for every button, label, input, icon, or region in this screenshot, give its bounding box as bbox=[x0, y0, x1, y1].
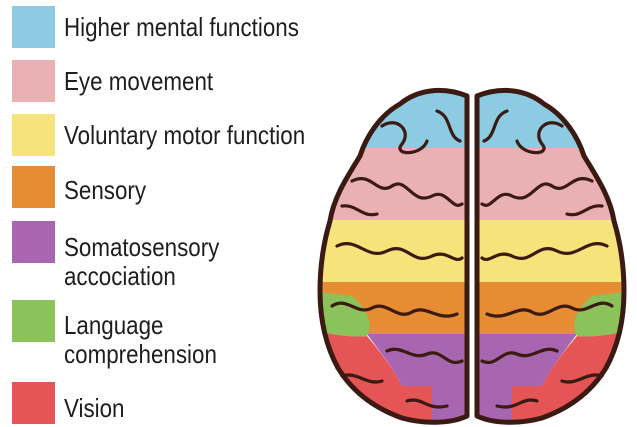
region-eye-movement bbox=[472, 148, 632, 220]
legend-label: Language comprehension bbox=[64, 311, 217, 369]
legend-label: Sensory bbox=[64, 176, 146, 205]
legend-label: Somatosensory accociation bbox=[64, 233, 219, 291]
swatch-green-icon bbox=[12, 300, 55, 342]
legend-label: Eye movement bbox=[64, 67, 213, 96]
legend: Higher mental functions Eye movement Vol… bbox=[0, 0, 330, 427]
region-higher-mental bbox=[472, 86, 632, 148]
swatch-red-icon bbox=[12, 382, 55, 424]
swatch-blue-icon bbox=[12, 6, 55, 48]
legend-label: Higher mental functions bbox=[64, 13, 299, 42]
swatch-pink-icon bbox=[12, 60, 55, 102]
swatch-orange-icon bbox=[12, 166, 55, 208]
legend-label: Voluntary motor function bbox=[64, 121, 305, 150]
region-voluntary-motor bbox=[312, 220, 472, 282]
swatch-purple-icon bbox=[12, 221, 55, 263]
region-eye-movement bbox=[312, 148, 472, 220]
swatch-yellow-icon bbox=[12, 114, 55, 156]
region-higher-mental bbox=[312, 86, 472, 148]
brain-illustration bbox=[312, 86, 632, 426]
legend-label: Vision bbox=[64, 394, 125, 423]
region-voluntary-motor bbox=[472, 220, 632, 282]
